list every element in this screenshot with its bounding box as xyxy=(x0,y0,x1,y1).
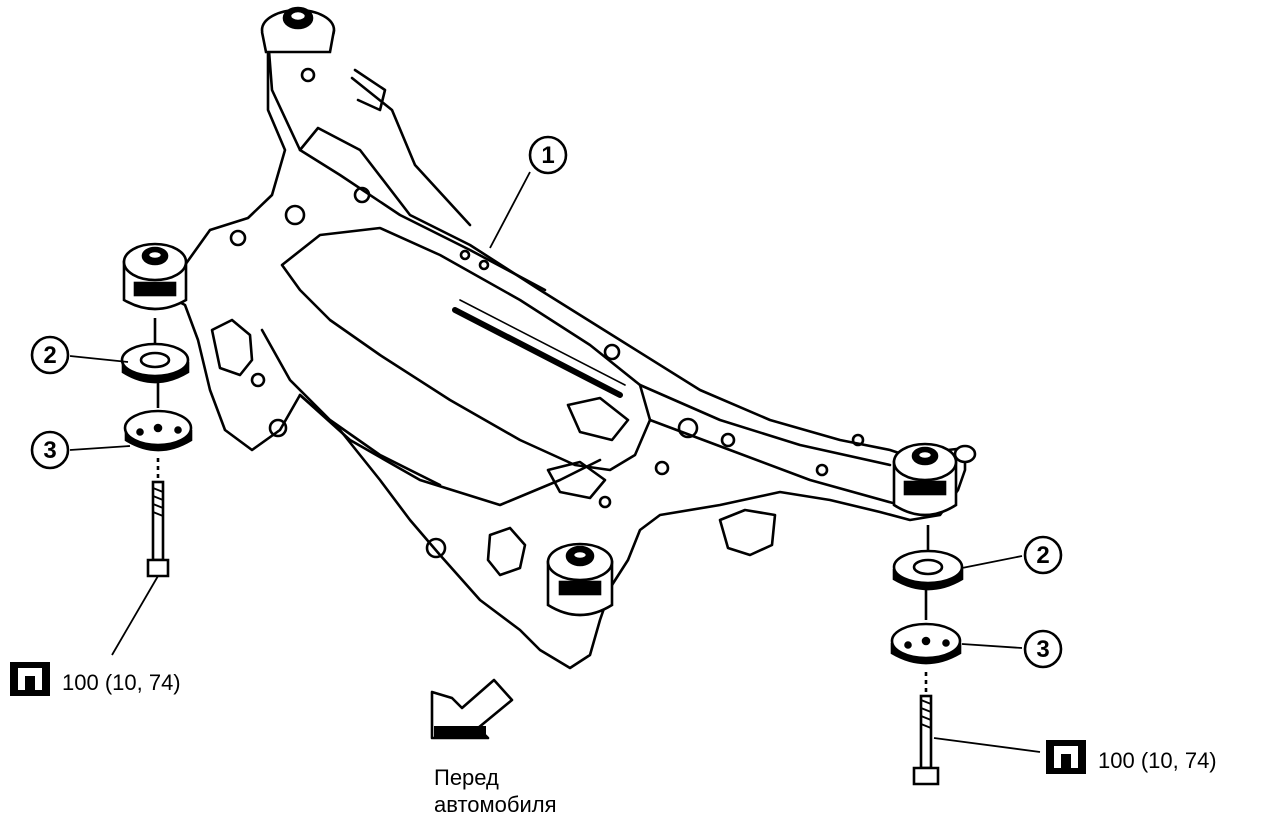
right-mount-stack xyxy=(890,525,1041,786)
left-bolt xyxy=(111,458,170,656)
svg-text:автомобиля: автомобиля xyxy=(434,792,557,817)
right-bolt xyxy=(912,672,1041,786)
bushing-front-right xyxy=(546,542,614,617)
torque-wrench-icon xyxy=(10,662,50,696)
svg-text:Перед: Перед xyxy=(434,765,499,790)
svg-text:100 (10, 74): 100 (10, 74) xyxy=(62,670,181,695)
left-stopper xyxy=(123,409,193,452)
right-stopper xyxy=(890,622,962,665)
callout-3-left: 3 xyxy=(30,430,70,470)
svg-text:2: 2 xyxy=(43,342,56,369)
svg-text:100 (10, 74): 100 (10, 74) xyxy=(1098,748,1217,773)
svg-text:3: 3 xyxy=(1036,636,1049,663)
bushing-rear-right xyxy=(892,442,977,517)
left-mount-stack xyxy=(111,318,193,656)
callout-2-left: 2 xyxy=(30,335,70,375)
bushing-rear-left xyxy=(260,6,336,54)
crossmember-frame xyxy=(170,36,967,670)
torque-spec-right: 100 (10, 74) xyxy=(1046,740,1217,774)
callout-1: 1 xyxy=(528,135,568,175)
callout-2-right: 2 xyxy=(1023,535,1063,575)
left-washer xyxy=(120,342,190,384)
torque-spec-left: 100 (10, 74) xyxy=(10,662,181,696)
vehicle-front-label: Перед автомобиля xyxy=(434,765,557,817)
callout-leaders xyxy=(69,171,1023,649)
torque-wrench-icon xyxy=(1046,740,1086,774)
bushing-front-left xyxy=(122,242,188,311)
svg-text:2: 2 xyxy=(1036,542,1049,569)
callout-3-right: 3 xyxy=(1023,629,1063,669)
vehicle-front-arrow-icon xyxy=(430,678,514,740)
svg-text:3: 3 xyxy=(43,437,56,464)
svg-text:1: 1 xyxy=(541,142,554,169)
right-washer xyxy=(892,549,964,591)
